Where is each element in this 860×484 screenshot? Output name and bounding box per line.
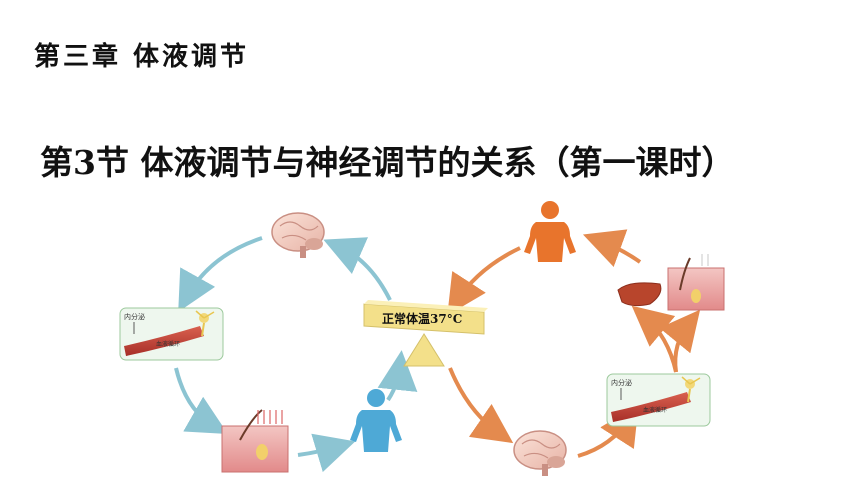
arrow-person-to-scale-left: [377, 350, 418, 402]
vessel-label-circulation-right: 血液循环: [643, 406, 667, 414]
arrow-vessel-to-liver-right: [631, 305, 678, 373]
liver-icon: [617, 282, 662, 307]
balance-scale: 正常体温37°C: [363, 300, 488, 367]
vessel-label-circulation-left: 血液循环: [156, 340, 180, 348]
brain-icon-top: [271, 212, 325, 258]
arrow-scale-to-brain-left: [323, 237, 392, 301]
center-temperature-label: 正常体温37°C: [382, 311, 462, 326]
person-icon-cold: [350, 389, 402, 452]
vessel-label-secretion-right: 内分泌: [611, 378, 632, 387]
vessel-label-secretion-left: 内分泌: [124, 312, 145, 321]
skin-icon-right: [667, 254, 725, 311]
chapter-heading: 第三章 体液调节: [34, 42, 250, 72]
arrow-person-to-scale-right: [447, 246, 521, 316]
blood-vessel-panel-right: 内分泌 血液循环: [606, 373, 711, 427]
neuron-icon-left: [195, 310, 215, 337]
arrow-scale-to-brain-right: [448, 367, 514, 444]
arrow-skin-to-person-left: [297, 433, 356, 473]
arrow-effectors-to-person-right: [582, 229, 642, 267]
arrow-vessel-to-effectors-right: [659, 309, 701, 373]
arrow-brain-to-vessel-left: [178, 236, 263, 312]
lesson-title: 第3节 体液调节与神经调节的关系（第一课时）: [40, 143, 735, 182]
brain-icon-bottom: [513, 430, 567, 476]
person-icon-hot: [524, 201, 576, 262]
skin-icon-left: [221, 409, 289, 473]
blood-vessel-panel-left: 内分泌 血液循环: [119, 307, 224, 361]
neuron-icon-right: [681, 376, 701, 403]
arrow-vessel-to-skin-left: [174, 367, 228, 434]
